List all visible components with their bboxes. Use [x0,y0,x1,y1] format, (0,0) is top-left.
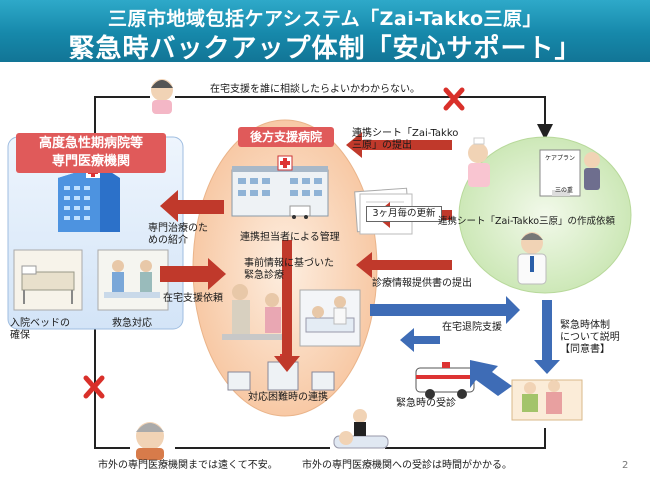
home-support-label: 在宅支援依頼 [163,293,223,304]
backup-hospital-label: 後方支援病院 [238,127,334,147]
high-rise-hospital-icon [58,165,120,232]
bed-label-line1: 入院ベッドの [10,318,70,329]
cross-mark-bottom-left [83,375,105,399]
care-plan-card-icon [539,149,581,197]
care-card-title: ケアプラン [545,155,576,162]
sheet-submit-line1: 連携シート「Zai-Takko [352,128,459,139]
discharge-return-arrow [400,328,440,352]
page-subtitle: 三原市地域包括ケアシステム「Zai-Takko三原」 [107,8,543,30]
hospital-room-image [299,289,361,347]
explain-arrow-down [534,300,560,374]
bed-label-line2: 確保 [10,330,30,341]
patient-family-icon [511,379,583,421]
diagnosis-label: 事前情報に基づいた 緊急診療 [244,258,334,282]
page-title: 緊急時バックアップ体制「安心サポート」 [68,34,582,64]
sick-person-icon [333,409,389,449]
bottom-left-concern: 市外の専門医療機関までは遠くて不安。 [98,460,278,471]
sheet-submit-arrow [346,132,452,158]
backup-hospital-building-icon [231,155,329,219]
sheet-submit-label: 連携シート「Zai-Takko 三原」の提出 [352,128,458,152]
diagnosis-line1: 事前情報に基づいた [244,258,334,269]
discharge-support-label: 在宅退院支援 [442,322,502,333]
specialist-referral-line2: めの紹介 [148,235,188,246]
update-label: 3ヶ月毎の更新 [366,206,442,222]
info-submit-label: 診療情報提供書の提出 [372,278,472,289]
discharge-support-arrow [370,296,520,324]
advanced-hospital-label-line2: 専門医療機関 [51,154,130,169]
advanced-hospital-label-line1: 高度急性期病院等 [38,136,143,151]
advanced-hospital-label: 高度急性期病院等 専門医療機関 [16,133,166,173]
emergency-visit-label: 緊急時の受診 [396,398,456,409]
info-submit-arrow [356,252,452,278]
consultation-image [222,284,292,340]
bed-label: 入院ベッドの 確保 [10,318,70,342]
sheet-request-label: 連携シート「Zai-Takko三原」の作成依頼 [438,216,616,227]
bottom-right-concern: 市外の専門医療機関への受診は時間がかかる。 [302,460,512,471]
hard-case-label: 対応困難時の連携 [248,392,328,403]
explain-line1: 緊急時体制 [560,320,610,331]
ambulance-icon [415,362,475,399]
specialist-referral-label: 専門治療のた めの紹介 [148,223,208,247]
explain-line2: について説明 [560,332,620,343]
top-concern-text: 在宅支援を誰に相談したらよいかわからない。 [210,84,420,95]
elderly-person-icon [136,422,164,460]
home-support-request-arrow [160,258,226,290]
staff-management-label: 連携担当者による管理 [240,232,340,243]
specialist-referral-line1: 専門治療のた [148,223,208,234]
page-number: 2 [622,460,629,471]
referral-arrow [160,190,224,222]
emergency-care-image [97,249,169,311]
diagnosis-line2: 緊急診療 [244,270,284,281]
emergency-label: 救急対応 [112,318,152,329]
emergency-visit-arrow [470,360,512,396]
title-bar: 三原市地域包括ケアシステム「Zai-Takko三原」 緊急時バックアップ体制「安… [0,0,650,64]
loop-frame [94,96,553,449]
cross-mark-top [443,87,465,111]
care-manager-icon [584,152,600,190]
sheet-submit-line2: 三原」の提出 [352,140,412,151]
explain-line3: 【同意書】 [560,344,610,355]
emergency-explain-label: 緊急時体制 について説明 【同意書】 [560,320,620,356]
hospital-bed-image [13,249,83,311]
doctor-icon [517,232,547,285]
partner-hospital-icons [227,354,335,391]
care-card-sub: 三の重 [555,187,574,194]
nurse-icon [468,137,490,187]
concerned-person-icon [151,79,173,114]
escalation-arrow [274,240,300,372]
